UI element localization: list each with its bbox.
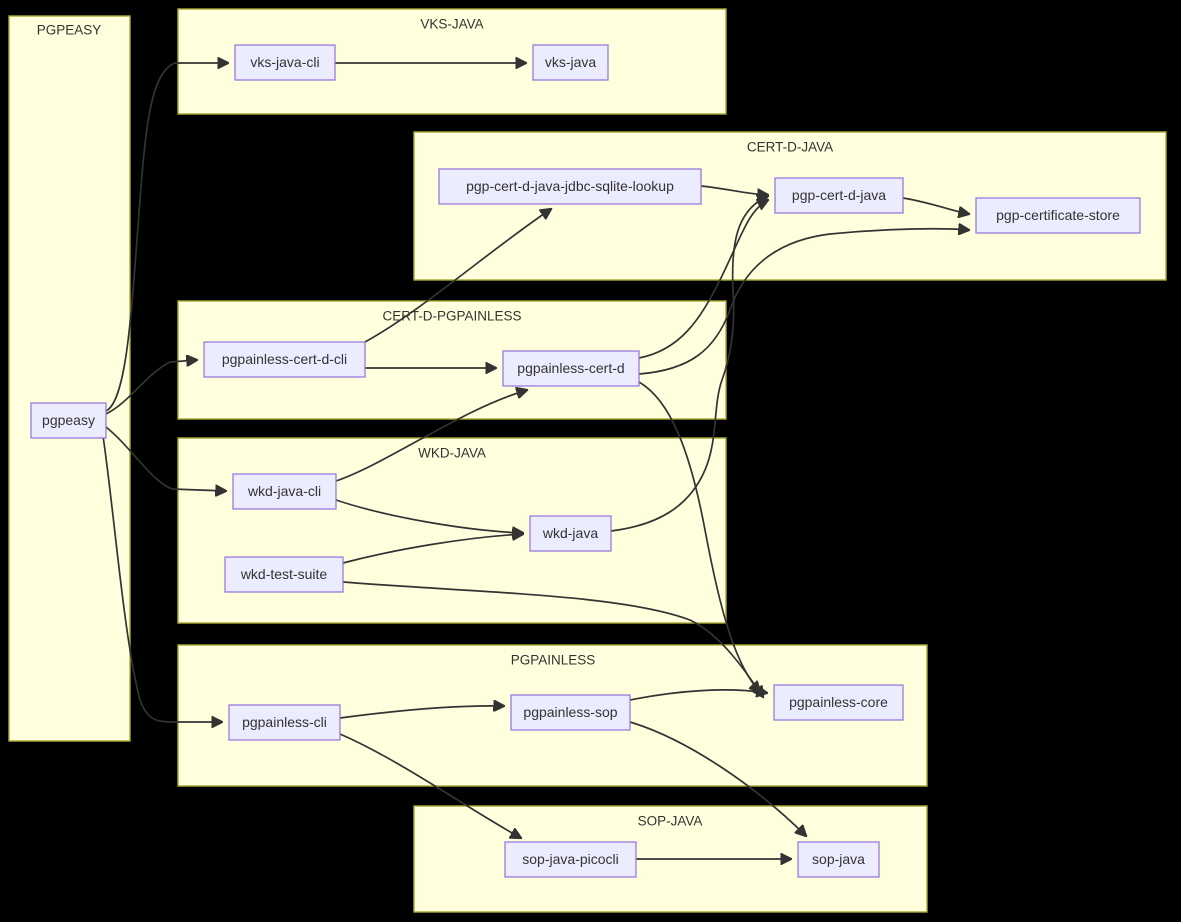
node-box[interactable]	[30, 402, 107, 439]
node-box[interactable]	[504, 841, 637, 878]
edge-pgpainless-cert-d-to-pgpainless-core	[638, 381, 760, 692]
node-wkd-java[interactable]: wkd-java	[529, 515, 612, 552]
cluster-box	[177, 437, 727, 624]
node-pgpainless-cert-d[interactable]: pgpainless-cert-d	[502, 350, 640, 387]
node-wkd-test-suite[interactable]: wkd-test-suite	[224, 556, 344, 593]
node-box[interactable]	[797, 841, 880, 878]
node-pgp-certificate-store[interactable]: pgp-certificate-store	[975, 197, 1141, 234]
node-box[interactable]	[773, 684, 904, 721]
node-label: pgp-certificate-store	[996, 207, 1120, 223]
node-box[interactable]	[532, 44, 609, 81]
node-label: pgpainless-cert-d-cli	[222, 351, 347, 367]
cluster-label: CERT-D-PGPAINLESS	[382, 309, 521, 324]
edge-pgpainless-cert-d-to-pgp-cert-d-java	[638, 200, 768, 359]
cluster-label: PGPEASY	[37, 23, 102, 38]
node-label: sop-java-picocli	[522, 851, 618, 867]
node-box[interactable]	[975, 197, 1141, 234]
node-label: sop-java	[812, 851, 865, 867]
node-box[interactable]	[502, 350, 640, 387]
edge-wkd-java-cli-to-wkd-java	[335, 499, 523, 533]
node-box[interactable]	[529, 515, 612, 552]
node-pgpainless-cli[interactable]: pgpainless-cli	[228, 704, 341, 741]
edge-wkd-java-cli-to-pgpainless-cert-d	[335, 390, 527, 482]
node-label: pgp-cert-d-java	[792, 187, 886, 203]
node-wkd-java-cli[interactable]: wkd-java-cli	[232, 473, 337, 510]
cluster-wkd_java: WKD-JAVA	[177, 437, 727, 624]
node-pgpainless-cert-d-cli[interactable]: pgpainless-cert-d-cli	[203, 341, 366, 378]
cluster-label: VKS-JAVA	[420, 17, 483, 32]
edge-pgpainless-cert-d-to-pgp-certificate-store	[638, 229, 969, 375]
cluster-label: PGPAINLESS	[511, 653, 596, 668]
nodes-layer: pgpeasy vks-java-cli vks-java pgp-cert-d-ja…	[30, 44, 1141, 878]
node-pgp-cert-d-java-jdbc[interactable]: pgp-cert-d-java-jdbc-sqlite-lookup	[438, 168, 702, 205]
node-box[interactable]	[234, 44, 336, 81]
edge-pgpainless-cert-d-cli-to-pgp-cert-d-java-jdbc	[364, 209, 551, 343]
edge-pgpeasy-to-pgpainless-cert-d-cli	[105, 360, 197, 415]
cluster-label: CERT-D-JAVA	[747, 140, 833, 155]
node-box[interactable]	[203, 341, 366, 378]
node-box[interactable]	[438, 168, 702, 205]
node-label: vks-java	[545, 54, 597, 70]
edge-pgp-cert-d-java-to-pgp-certificate-store	[902, 197, 969, 214]
node-box[interactable]	[774, 177, 904, 214]
edge-wkd-java-to-pgpainless-core	[610, 196, 768, 532]
node-sop-java-picocli[interactable]: sop-java-picocli	[504, 841, 637, 878]
node-pgpeasy[interactable]: pgpeasy	[30, 402, 107, 439]
cluster-label: WKD-JAVA	[418, 446, 486, 461]
edge-pgpainless-sop-to-sop-java	[629, 721, 806, 836]
edge-pgpeasy-to-pgpainless-cli	[102, 435, 222, 722]
node-label: vks-java-cli	[250, 54, 319, 70]
node-label: pgpainless-cert-d	[517, 360, 624, 376]
cluster-label: SOP-JAVA	[638, 814, 703, 829]
node-label: wkd-java	[542, 525, 598, 541]
node-label: pgpeasy	[42, 412, 95, 428]
node-pgp-cert-d-java[interactable]: pgp-cert-d-java	[774, 177, 904, 214]
node-box[interactable]	[228, 704, 341, 741]
node-vks-java[interactable]: vks-java	[532, 44, 609, 81]
node-pgpainless-sop[interactable]: pgpainless-sop	[510, 694, 631, 731]
node-label: pgpainless-sop	[523, 704, 617, 720]
edge-wkd-test-suite-to-wkd-java	[342, 534, 523, 564]
cluster-box	[8, 15, 131, 742]
node-box[interactable]	[232, 473, 337, 510]
node-vks-java-cli[interactable]: vks-java-cli	[234, 44, 336, 81]
node-label: pgpainless-cli	[242, 714, 327, 730]
node-label: pgp-cert-d-java-jdbc-sqlite-lookup	[466, 178, 674, 194]
cluster-pgpeasy: PGPEASY	[8, 15, 131, 742]
edge-pgpainless-cli-to-sop-java-picocli	[339, 733, 521, 838]
edge-pgpeasy-to-vks-java-cli	[105, 63, 228, 412]
node-pgpainless-core[interactable]: pgpainless-core	[773, 684, 904, 721]
edge-wkd-test-suite-to-pgpainless-core	[342, 581, 763, 697]
clusters-layer: PGPEASY VKS-JAVA CERT-D-JAVA CERT-D-PGPAINL…	[8, 8, 1167, 913]
node-label: wkd-test-suite	[240, 566, 328, 582]
node-box[interactable]	[224, 556, 344, 593]
node-label: wkd-java-cli	[247, 483, 321, 499]
edge-pgpainless-sop-to-pgpainless-core	[629, 690, 767, 701]
edge-pgpeasy-to-wkd-java-cli	[105, 426, 226, 491]
edge-pgpainless-cli-to-pgpainless-sop	[339, 706, 504, 719]
edges-layer	[102, 63, 969, 859]
node-label: pgpainless-core	[789, 694, 888, 710]
node-sop-java[interactable]: sop-java	[797, 841, 880, 878]
node-box[interactable]	[510, 694, 631, 731]
